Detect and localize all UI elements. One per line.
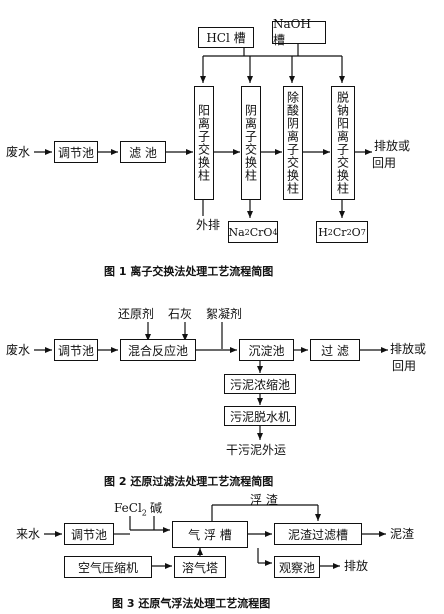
sludge-dewatering-machine-label: 污泥脱水机	[229, 409, 290, 424]
discharge-label: 排放或	[374, 139, 411, 153]
h2cr2o7-f: 7	[360, 227, 366, 237]
air-compressor-label: 空气压缩机	[77, 560, 138, 575]
na2cro4-b: 2	[244, 227, 250, 237]
naoh-tank: NaOH 槽	[272, 17, 326, 47]
flocculant-label: 絮凝剂	[206, 307, 243, 321]
anion-exchange-column-label: 阴离子交换柱	[243, 104, 258, 182]
figure-1-caption: 图 1 离子交换法处理工艺流程简图	[104, 265, 274, 278]
acid-removal-anion-column-label: 除酸阴离子交换柱	[285, 91, 300, 195]
na2cro4-c: CrO	[249, 225, 273, 239]
incoming-water-label: 来水	[16, 527, 41, 541]
adjust-tank-2-label: 调节池	[57, 343, 94, 358]
observation-tank: 观察池	[274, 556, 320, 578]
reuse-label-2: 回用	[392, 359, 417, 373]
h2cr2o7-d: 2	[346, 227, 352, 237]
observation-tank-label: 观察池	[278, 560, 315, 575]
discharge-label-3: 排放	[344, 559, 369, 573]
external-discharge-label: 外排	[196, 218, 221, 232]
wastewater-label: 废水	[6, 145, 31, 159]
dissolved-air-tower-label: 溶气塔	[181, 560, 218, 575]
sedimentation-tank-label: 沉淀池	[248, 343, 285, 358]
adjust-tank-3: 调节池	[64, 523, 114, 545]
anion-exchange-column: 阴离子交换柱	[241, 86, 261, 200]
adjust-tank-label: 调节池	[57, 145, 94, 160]
wastewater-label-2: 废水	[6, 343, 31, 357]
h2cr2o7-e: O	[351, 225, 361, 239]
discharge-label-2: 排放或	[390, 342, 427, 356]
filtration-unit: 过 滤	[310, 339, 360, 361]
fecl2-label: FeCl2	[114, 502, 147, 517]
h2cr2o7-a: H	[318, 225, 328, 239]
acid-removal-anion-column: 除酸阴离子交换柱	[283, 86, 303, 200]
cation-exchange-column-label: 阳离子交换柱	[196, 104, 211, 182]
na2cro4-a: Na	[228, 225, 245, 239]
sludge-filter-tank: 泥渣过滤槽	[274, 523, 362, 545]
hcl-tank-label: HCl 槽	[206, 31, 246, 45]
filter-tank: 滤 池	[120, 141, 166, 163]
scum-label: 浮 渣	[250, 493, 278, 507]
h2cr2o7-c: Cr	[332, 225, 347, 239]
sludge-label: 泥渣	[390, 527, 415, 541]
h2cr2o7-b: 2	[327, 227, 333, 237]
lime-label: 石灰	[168, 307, 193, 321]
dry-sludge-out-label: 干污泥外运	[226, 443, 287, 457]
sludge-filter-tank-label: 泥渣过滤槽	[287, 527, 348, 542]
reuse-label: 回用	[372, 156, 397, 170]
fecl2-b: 2	[141, 508, 147, 518]
adjust-tank: 调节池	[54, 141, 98, 163]
cation-exchange-column: 阳离子交换柱	[194, 86, 214, 200]
dissolved-air-tower: 溶气塔	[174, 556, 226, 578]
reductant-label: 还原剂	[118, 307, 155, 321]
sludge-thickener-label: 污泥浓缩池	[229, 377, 290, 392]
sludge-dewatering-machine: 污泥脱水机	[224, 406, 296, 426]
fecl2-a: FeCl	[114, 501, 142, 515]
adjust-tank-3-label: 调节池	[70, 527, 107, 542]
air-flotation-tank-label: 气 浮 槽	[188, 528, 232, 542]
mix-reaction-tank: 混合反应池	[120, 339, 196, 361]
sedimentation-tank: 沉淀池	[239, 339, 294, 361]
filtration-unit-label: 过 滤	[321, 343, 349, 358]
air-flotation-tank: 气 浮 槽	[172, 521, 248, 548]
mix-reaction-tank-label: 混合反应池	[127, 343, 188, 358]
air-compressor: 空气压缩机	[64, 556, 152, 578]
desodium-cation-column-label: 脱钠阳离子交换柱	[335, 91, 350, 195]
naoh-tank-label: NaOH 槽	[273, 17, 311, 47]
hcl-tank: HCl 槽	[198, 27, 254, 48]
figure-3-caption: 图 3 还原气浮法处理工艺流程图	[112, 597, 271, 610]
desodium-cation-column: 脱钠阳离子交换柱	[331, 86, 355, 200]
filter-tank-label: 滤 池	[129, 145, 157, 160]
alkali-label: 碱	[150, 501, 163, 515]
figure-2-caption: 图 2 还原过滤法处理工艺流程简图	[104, 475, 274, 488]
sludge-thickener: 污泥浓缩池	[224, 374, 296, 394]
na2cro4-d: 4	[272, 227, 278, 237]
adjust-tank-2: 调节池	[54, 339, 98, 361]
